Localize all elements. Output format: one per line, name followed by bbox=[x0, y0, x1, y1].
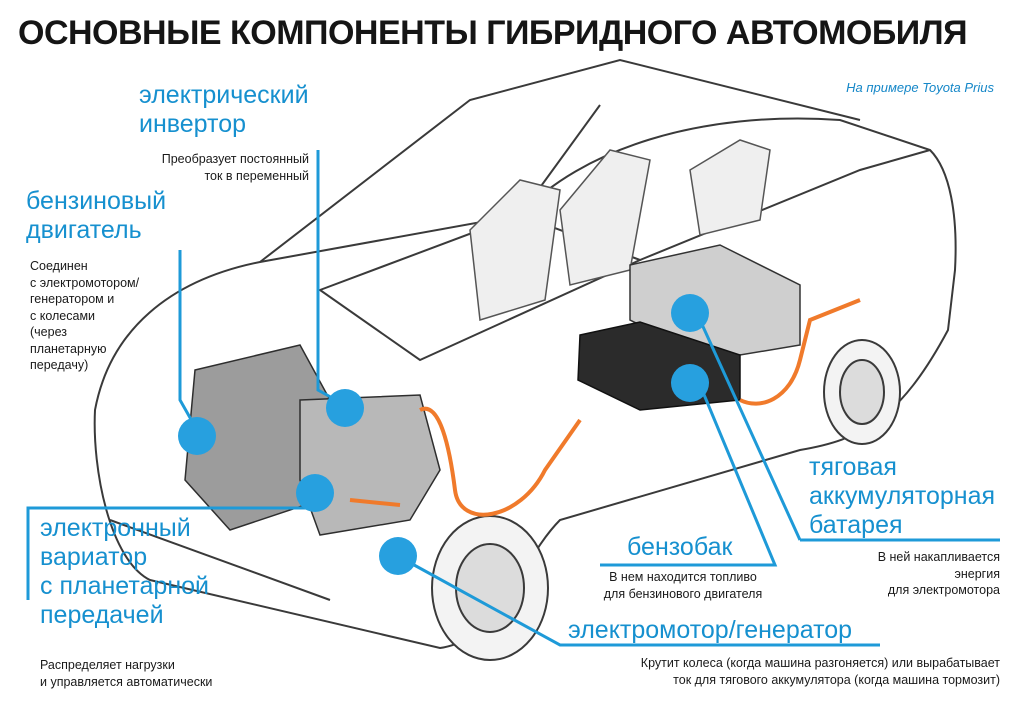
diagram-title: ОСНОВНЫЕ КОМПОНЕНТЫ ГИБРИДНОГО АВТОМОБИЛ… bbox=[18, 14, 968, 52]
inverter-title: электрический инвертор bbox=[139, 81, 309, 139]
diagram-subtitle: На примере Toyota Prius bbox=[846, 80, 994, 95]
front-wheel bbox=[431, 515, 549, 661]
motor-title: электромотор/генератор bbox=[568, 616, 852, 645]
leader-tank bbox=[600, 384, 778, 567]
motor-description: Крутит колеса (когда машина разгоняется)… bbox=[540, 655, 1000, 688]
cvt-title-line: с планетарной bbox=[40, 572, 210, 600]
inverter-desc-line: ток в переменный bbox=[204, 168, 309, 183]
cvt-desc-line: и управляется автоматически bbox=[40, 674, 213, 689]
fuel-tank-title-line: бензобак bbox=[627, 533, 733, 561]
marker-motor bbox=[379, 537, 417, 575]
battery-title-line: батарея bbox=[809, 511, 903, 539]
cvt-title-line: вариатор bbox=[40, 543, 148, 571]
battery-title: тяговая аккумуляторная батарея bbox=[809, 453, 995, 540]
engine-title-line: двигатель bbox=[26, 216, 142, 244]
cvt-desc-line: Распределяет нагрузки bbox=[40, 658, 175, 672]
engine-title: бензиновый двигатель bbox=[26, 187, 166, 245]
motor-desc-line: ток для тягового аккумулятора (когда маш… bbox=[673, 672, 1000, 687]
engine-desc-line: с электромотором/ bbox=[30, 275, 140, 290]
marker-cvt bbox=[296, 474, 334, 512]
cvt-title: электронный вариатор с планетарной перед… bbox=[40, 514, 209, 630]
inverter-title-line: инвертор bbox=[139, 110, 247, 138]
battery-description: В ней накапливается энергия для электром… bbox=[800, 549, 1000, 599]
battery-desc-line: для электромотора bbox=[887, 583, 1000, 597]
leader-motor bbox=[404, 558, 880, 647]
engine-desc-line: (через bbox=[30, 325, 67, 339]
engine-desc-line: передачу) bbox=[30, 358, 89, 372]
engine-description: Соединен с электромотором/ генератором и… bbox=[30, 258, 139, 374]
fuel-tank-title: бензобак bbox=[627, 533, 732, 562]
inverter-title-line: электрический bbox=[139, 81, 309, 109]
fuel-tank-desc-line: для бензинового двигателя bbox=[603, 586, 763, 601]
leader-battery bbox=[698, 319, 1000, 542]
battery-title-line: аккумуляторная bbox=[809, 482, 996, 510]
engine-desc-line: с колесами bbox=[30, 308, 96, 323]
marker-tank bbox=[671, 364, 709, 402]
markers bbox=[178, 294, 709, 575]
leader-inverter bbox=[316, 150, 346, 407]
seats bbox=[469, 139, 771, 321]
fuel-tank-desc-line: В нем находится топливо bbox=[609, 570, 757, 584]
hv-cables bbox=[349, 298, 861, 517]
engine-desc-line: планетарную bbox=[30, 341, 107, 356]
rear-wheel bbox=[823, 339, 901, 445]
inverter-description: Преобразует постоянный ток в переменный bbox=[131, 151, 309, 184]
cvt-description: Распределяет нагрузки и управляется авто… bbox=[40, 657, 212, 690]
marker-inverter bbox=[326, 389, 364, 427]
battery-desc-line: энергия bbox=[954, 566, 1001, 581]
marker-battery bbox=[671, 294, 709, 332]
motor-desc-line: Крутит колеса (когда машина разгоняется)… bbox=[640, 656, 1000, 670]
engine-title-line: бензиновый bbox=[26, 187, 167, 215]
inverter-desc-line: Преобразует постоянный bbox=[161, 152, 309, 166]
cvt-title-line: электронный bbox=[40, 514, 191, 542]
engine-desc-line: Соединен bbox=[30, 259, 88, 273]
battery-desc-line: В ней накапливается bbox=[877, 550, 1000, 564]
marker-engine bbox=[178, 417, 216, 455]
battery-pack bbox=[629, 244, 801, 361]
engine-block bbox=[184, 344, 441, 536]
motor-title-line: электромотор/генератор bbox=[568, 616, 853, 644]
engine-desc-line: генератором и bbox=[30, 292, 115, 306]
fuel-tank-description: В нем находится топливо для бензинового … bbox=[583, 569, 783, 602]
battery-title-line: тяговая bbox=[809, 453, 897, 481]
cvt-title-line: передачей bbox=[40, 601, 164, 629]
